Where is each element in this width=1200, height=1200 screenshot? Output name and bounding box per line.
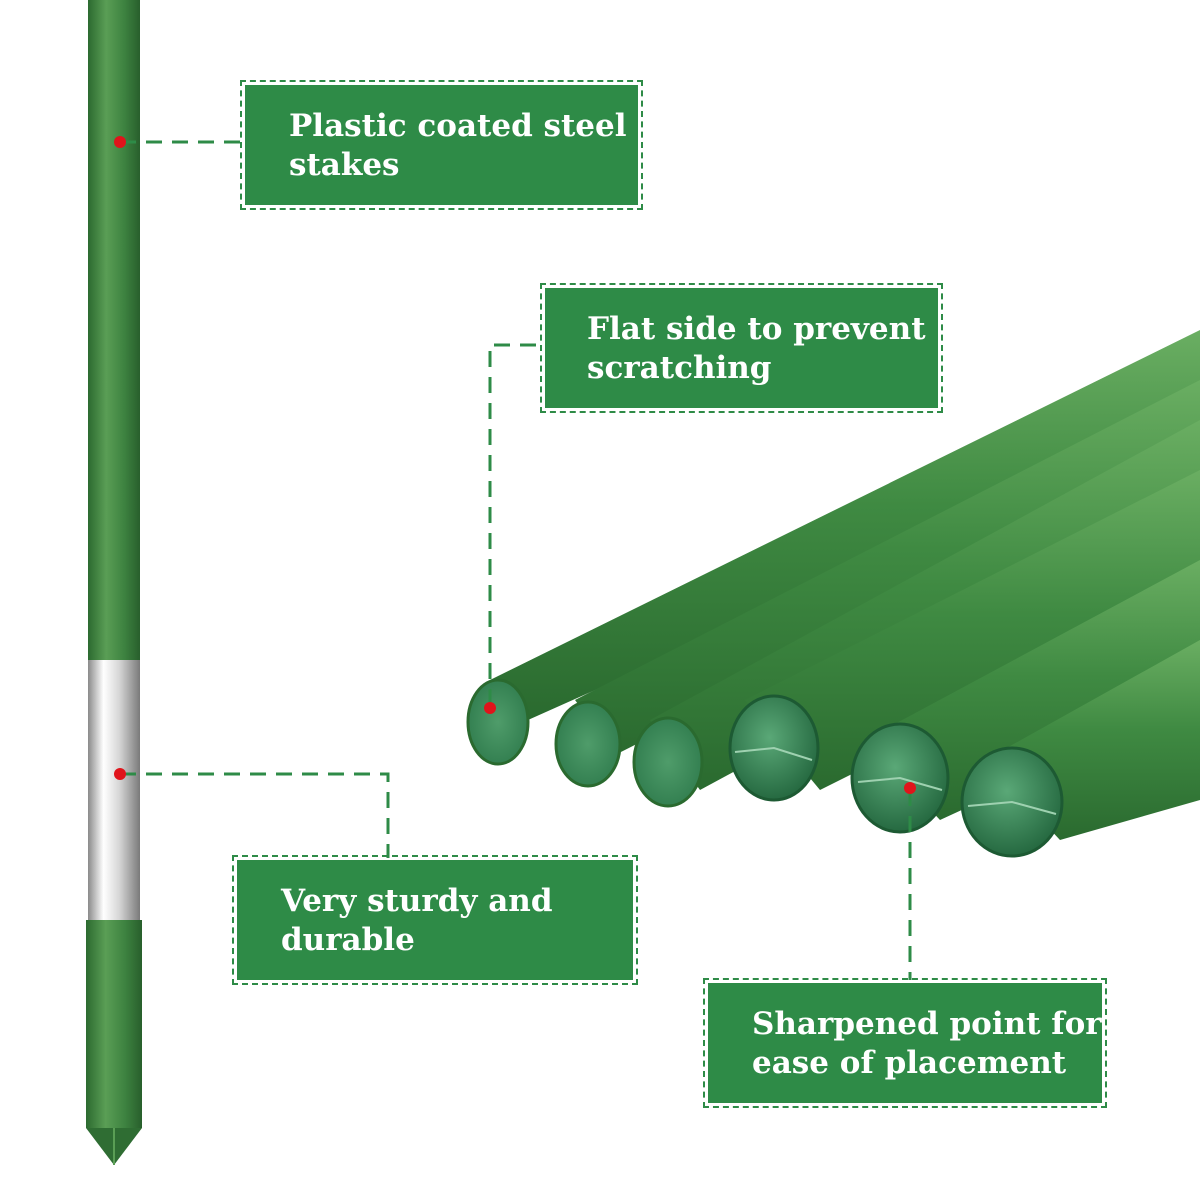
leader-lines (120, 140, 912, 980)
vertical-stake (86, 0, 142, 1165)
stake-bundle (466, 330, 1200, 858)
callout-plastic-coated-text: Plastic coated steel stakes (289, 108, 627, 183)
callout-plastic-coated: Plastic coated steel stakes (240, 80, 643, 210)
callout-sturdy: Very sturdy and durable (232, 855, 638, 985)
marker-dots (114, 136, 916, 794)
callout-flat-side: Flat side to prevent scratching (540, 283, 943, 413)
callout-sturdy-text: Very sturdy and durable (281, 883, 553, 958)
steel-core (88, 660, 140, 922)
callout-sharpened: Sharpened point for ease of placement (703, 978, 1107, 1108)
callout-flat-side-text: Flat side to prevent scratching (587, 311, 926, 386)
callout-sharpened-text: Sharpened point for ease of placement (752, 1006, 1102, 1081)
